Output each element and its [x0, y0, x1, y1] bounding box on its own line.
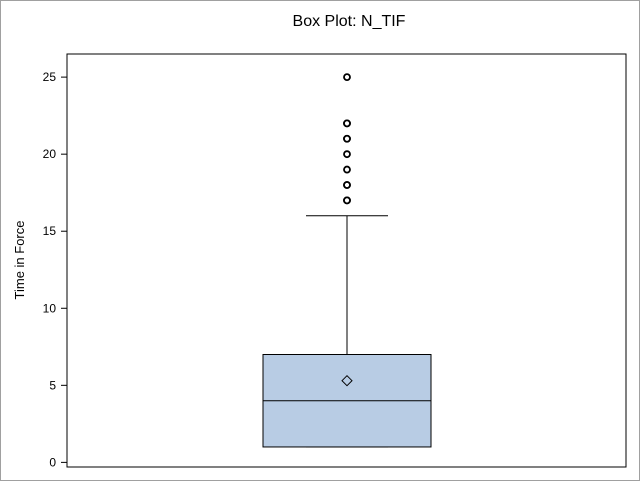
y-axis-label: Time in Force	[12, 221, 27, 300]
outlier-point	[343, 73, 351, 82]
outlier-point	[343, 165, 351, 174]
y-tick-label: 25	[43, 70, 57, 84]
chart-title: Box Plot: N_TIF	[293, 13, 406, 30]
mean-marker	[341, 374, 353, 387]
y-tick-label: 5	[49, 378, 56, 392]
y-axis: 0 5 10 15 20 25	[43, 70, 67, 469]
y-tick-label: 0	[49, 455, 56, 469]
outlier-point	[343, 119, 351, 128]
outlier-point	[343, 181, 351, 189]
plot-area	[66, 53, 627, 468]
y-tick-label: 20	[43, 147, 57, 161]
outlier-points	[343, 73, 351, 205]
outlier-point	[343, 150, 351, 159]
outlier-point	[343, 134, 351, 143]
box-plot	[262, 215, 432, 448]
y-tick-label: 10	[43, 301, 57, 315]
y-tick-label: 15	[43, 224, 57, 238]
outlier-point	[343, 196, 351, 205]
